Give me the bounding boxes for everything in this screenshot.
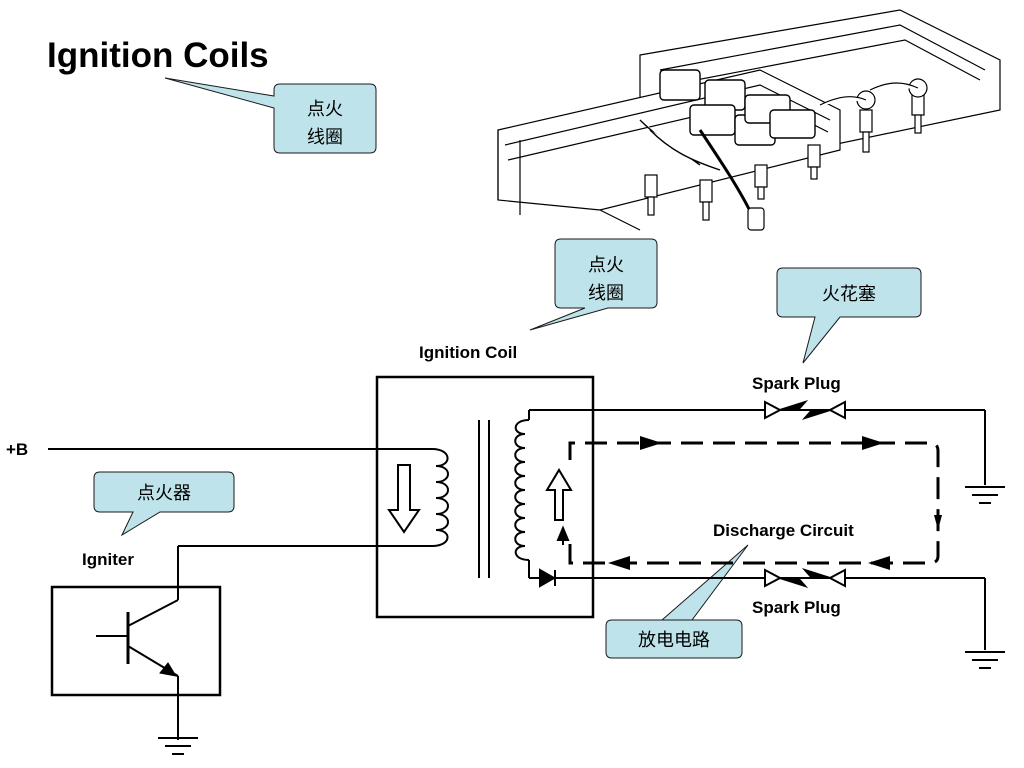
igniter-label: Igniter: [82, 550, 134, 569]
circuit-diagram: [48, 375, 986, 650]
ignition-coil-label: Ignition Coil: [419, 343, 517, 362]
ignition-coil-housing: [375, 375, 595, 619]
callout-coil-top: 点火 线圈: [164, 77, 377, 154]
callout-igniter-text: 点火器: [137, 483, 191, 504]
battery-label: +B: [6, 440, 28, 459]
spark-plug-top: [764, 399, 846, 421]
coil-pack-icon: [639, 69, 816, 216]
engine-illustration: [497, 9, 1001, 231]
callout-discharge: 放电电路: [605, 544, 749, 659]
ground-symbol-igniter: [158, 737, 198, 755]
callout-discharge-text: 放电电路: [638, 630, 710, 651]
callout-spark-plug-text: 火花塞: [822, 284, 876, 305]
flow-arrow-icon: [608, 436, 942, 570]
spark-plug-icon: [644, 78, 928, 231]
page-title: Ignition Coils: [47, 36, 269, 75]
spark-plug-bottom-label: Spark Plug: [752, 598, 841, 617]
callout-coil-mid-line2: 线圈: [588, 283, 624, 304]
callout-coil-top-line1: 点火: [307, 99, 343, 120]
igniter-box: [50, 585, 222, 740]
callout-coil-top-line2: 线圈: [307, 127, 343, 148]
callout-igniter: 点火器: [93, 471, 235, 537]
discharge-circuit-label: Discharge Circuit: [713, 521, 854, 540]
spark-plug-top-label: Spark Plug: [752, 374, 841, 393]
callout-coil-mid: 点火 线圈: [529, 238, 658, 331]
spark-plug-bottom: [764, 567, 846, 589]
ground-symbol-right-bottom: [965, 651, 1005, 669]
callout-spark-plug: 火花塞: [776, 267, 922, 364]
callout-coil-mid-line1: 点火: [588, 255, 624, 276]
ground-symbol-right-top: [965, 486, 1005, 504]
discharge-circuit-loop: [568, 441, 940, 565]
